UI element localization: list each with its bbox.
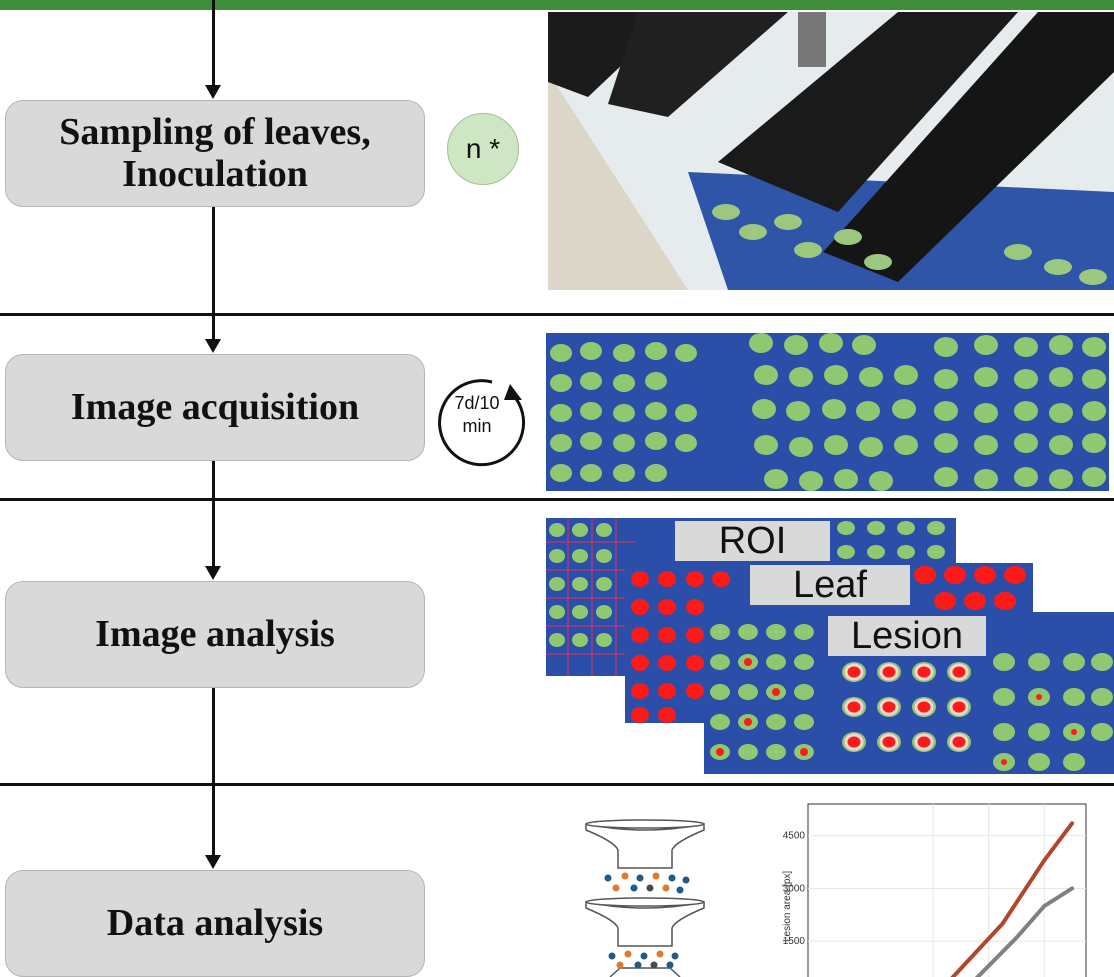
step-sampling-box: Sampling of leaves, Inoculation bbox=[5, 100, 425, 207]
time-cycle-label: 7d/10 min bbox=[432, 392, 522, 439]
chart-y-tick-label: 3000 bbox=[783, 883, 806, 894]
cycle-line-2: min bbox=[462, 416, 492, 437]
setup-photo-drawing bbox=[548, 12, 1114, 290]
sample-size-badge: n * bbox=[447, 113, 519, 185]
lesion-label: Lesion bbox=[828, 616, 986, 656]
leaf-label: Leaf bbox=[750, 565, 910, 605]
chart-y-axis-label: Lesion area [px] bbox=[782, 871, 793, 942]
section-divider bbox=[0, 313, 1114, 316]
acquisition-leaf-grid bbox=[546, 333, 1109, 491]
step-image-analysis-box: Image analysis bbox=[5, 581, 425, 688]
flow-line-4 bbox=[212, 688, 215, 856]
chart-series-line-2 bbox=[974, 886, 1075, 977]
flow-arrow-3 bbox=[205, 566, 221, 580]
section-divider bbox=[0, 783, 1114, 786]
lesion-area-chart: 4500 3000 1500 Lesion area [px] bbox=[782, 803, 1087, 977]
flow-arrow-2 bbox=[205, 339, 221, 353]
flow-line-3 bbox=[212, 461, 215, 567]
chart-series-line-1 bbox=[950, 821, 1075, 977]
setup-photo bbox=[548, 12, 1114, 290]
roi-label: ROI bbox=[675, 521, 830, 561]
top-accent-bar bbox=[0, 0, 1114, 10]
time-cycle-icon bbox=[438, 379, 526, 467]
flow-line-2 bbox=[212, 207, 215, 339]
chart-y-tick-label: 1500 bbox=[783, 936, 806, 947]
cycle-line-1: 7d/10 bbox=[454, 393, 500, 413]
flow-arrow-1 bbox=[205, 85, 221, 99]
chart-y-tick-label: 4500 bbox=[783, 831, 806, 842]
funnel-filter-icon bbox=[585, 819, 705, 977]
acquisition-photo bbox=[546, 333, 1109, 491]
flow-arrow-4 bbox=[205, 855, 221, 869]
step-acquisition-box: Image acquisition bbox=[5, 354, 425, 461]
chart-plot-area bbox=[807, 803, 1087, 977]
flow-line-1 bbox=[212, 0, 215, 85]
section-divider bbox=[0, 498, 1114, 501]
step-data-analysis-box: Data analysis bbox=[5, 870, 425, 977]
